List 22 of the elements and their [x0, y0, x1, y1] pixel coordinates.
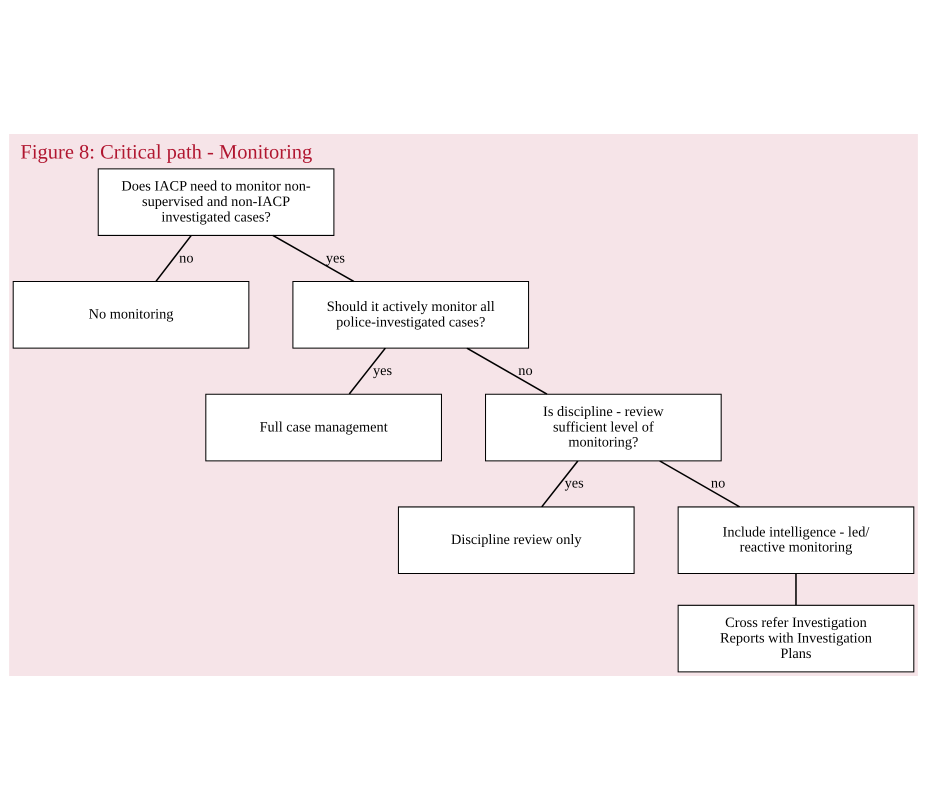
connector — [348, 347, 386, 394]
connector — [794, 573, 796, 605]
connector — [154, 234, 192, 282]
node-box: Include intelligence - led/ reactive monitoring — [677, 506, 914, 574]
edge-label: no — [710, 475, 725, 492]
node-box: Cross refer Investigation Reports with Investigation Plans — [677, 604, 914, 672]
connector — [272, 234, 354, 282]
node-box: No monitoring — [12, 280, 249, 348]
edge-label: yes — [372, 362, 392, 378]
node-box: Full case management — [204, 393, 442, 461]
edge-label: no — [518, 362, 532, 378]
connector — [466, 347, 547, 394]
edge-label: no — [178, 250, 194, 266]
edge-label: yes — [564, 475, 584, 492]
connector — [658, 460, 740, 508]
node-box: Does IACP need to monitor non-supervised and non-IACP investigated cases? — [97, 168, 334, 236]
edge-label: yes — [325, 250, 344, 266]
node-box: Discipline review only — [397, 506, 634, 574]
node-box: Should it actively monitor all police-investigated cases? — [292, 280, 529, 348]
connector — [540, 460, 578, 507]
diagram-title: Figure 8: Critical path - Monitoring — [20, 141, 312, 164]
node-box: Is discipline - review sufficient level of monitoring? — [484, 393, 722, 461]
